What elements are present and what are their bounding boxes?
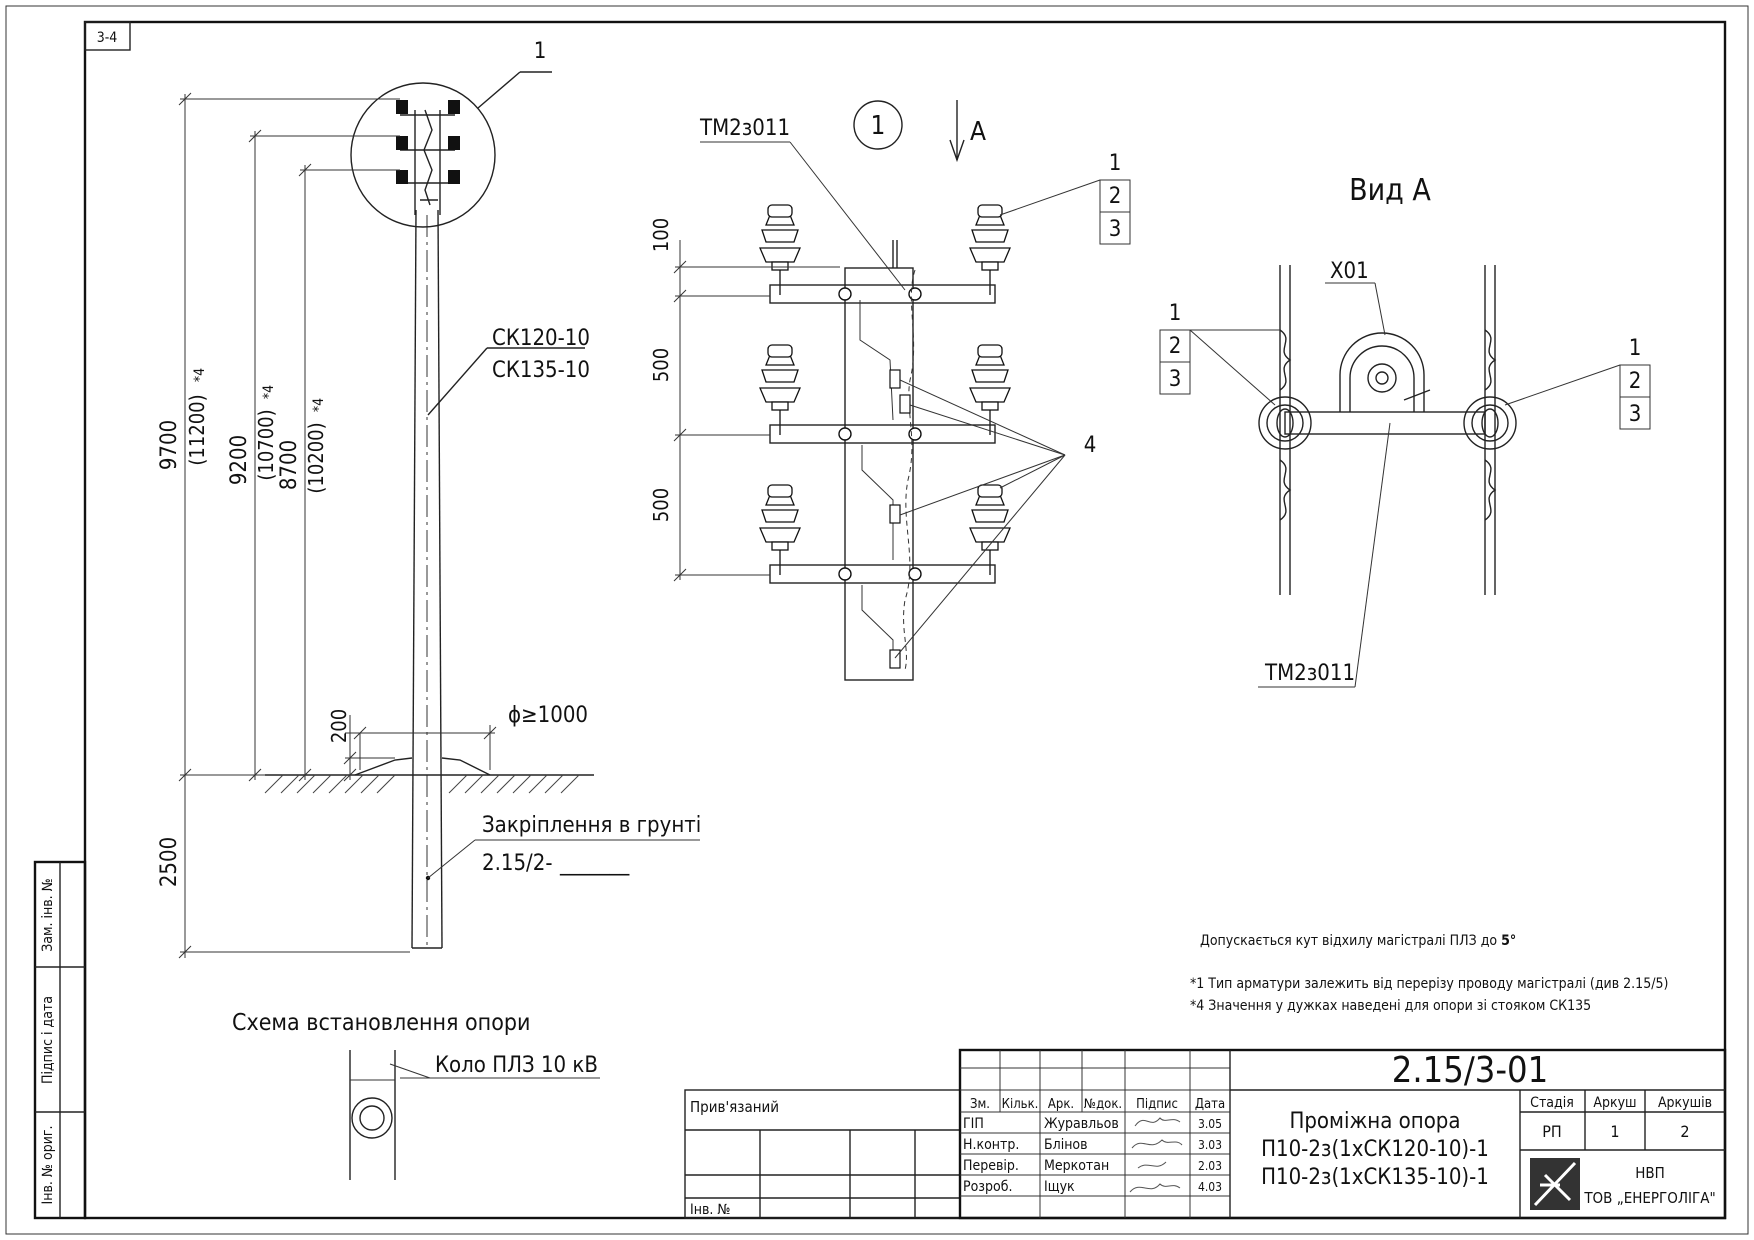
tb-name-3: Іщук bbox=[1044, 1179, 1075, 1195]
dim-200: 200 bbox=[327, 709, 351, 743]
scheme-label: Коло ПЛЗ 10 кВ bbox=[435, 1053, 598, 1078]
tb-col-date: Дата bbox=[1195, 1097, 1225, 1112]
note-1-angle: 5° bbox=[1501, 933, 1516, 949]
dim-note-1: *4 bbox=[192, 368, 208, 382]
dim-9700: 9700 bbox=[157, 420, 182, 470]
tb-sheets: 2 bbox=[1680, 1122, 1689, 1141]
view-arrow-label: A bbox=[970, 117, 986, 147]
scheme-title: Схема встановлення опори bbox=[232, 1010, 530, 1036]
note-1-text: Допускається кут відхилу магістралі ПЛЗ … bbox=[1200, 933, 1501, 949]
ground-label: Закріплення в грунті bbox=[482, 813, 701, 838]
view-a-right-ref-2: 2 bbox=[1629, 369, 1642, 394]
tb-name-1: Блінов bbox=[1044, 1137, 1088, 1153]
scheme-pole-inner bbox=[359, 1105, 385, 1131]
dim-9200: 9200 bbox=[227, 435, 252, 485]
detail-ref-2: 2 bbox=[1109, 184, 1122, 209]
tb-name-0: Журавльов bbox=[1044, 1116, 1119, 1132]
view-a-left-ref-3: 3 bbox=[1169, 367, 1182, 392]
ground-ref-blank: _______ bbox=[559, 851, 630, 876]
tb-name-2: Меркотан bbox=[1044, 1158, 1109, 1174]
dim-8700: 8700 bbox=[277, 440, 302, 490]
tb-col-sign: Підпис bbox=[1136, 1097, 1178, 1112]
pole-drawing: 1 СК120-10 СК135-10 bbox=[157, 39, 701, 959]
tb-col-zm: Зм. bbox=[970, 1097, 990, 1112]
dim-10700: (10700) bbox=[254, 409, 278, 480]
tb-sheets-header: Аркушів bbox=[1658, 1095, 1712, 1111]
view-a-title: Вид А bbox=[1349, 173, 1431, 208]
tb-org-2: ТОВ „ЕНЕРГОЛІГА" bbox=[1583, 1189, 1715, 1207]
tb-role-2: Перевір. bbox=[963, 1158, 1019, 1174]
signatures bbox=[1129, 1117, 1183, 1193]
detail-callout-circle bbox=[853, 100, 903, 150]
tb-date-0: 3.05 bbox=[1198, 1117, 1222, 1131]
detail-item-4: 4 bbox=[1084, 433, 1097, 458]
tb-date-2: 2.03 bbox=[1198, 1159, 1222, 1173]
note-2: *1 Тип арматури залежить від перерізу пр… bbox=[1190, 976, 1668, 992]
dim-note-3: *4 bbox=[311, 398, 327, 412]
tb-stage: РП bbox=[1542, 1122, 1562, 1141]
tb-sheet: 1 bbox=[1610, 1122, 1619, 1141]
tb-role-1: Н.контр. bbox=[963, 1137, 1019, 1153]
view-a-left-ref-2: 2 bbox=[1169, 334, 1182, 359]
note-1: Допускається кут відхилу магістралі ПЛЗ … bbox=[1200, 933, 1516, 949]
side-stamp-original: Інв. № ориг. bbox=[40, 1126, 56, 1205]
dim-500-b: 500 bbox=[649, 488, 673, 522]
tb-role-3: Розроб. bbox=[963, 1179, 1012, 1195]
pole-type-1: СК120-10 bbox=[492, 326, 590, 351]
tb-title-1: Проміжна опора bbox=[1289, 1109, 1460, 1134]
sheet-label-box bbox=[84, 21, 131, 51]
notes: Допускається кут відхилу магістралі ПЛЗ … bbox=[1190, 933, 1668, 1014]
detail-1: 1 A bbox=[649, 100, 1131, 681]
ground-ref: 2.15/2- bbox=[482, 851, 552, 876]
tb-doc-code: 2.15/3-01 bbox=[1392, 1050, 1549, 1091]
tb-title-2: П10-2з(1хСК120-10)-1 bbox=[1261, 1137, 1489, 1162]
scheme-pole-outer bbox=[351, 1097, 393, 1139]
dim-note-2: *4 bbox=[261, 385, 277, 399]
view-arrow-icon bbox=[949, 139, 965, 163]
note-3: *4 Значення у дужках наведені для опори … bbox=[1190, 998, 1591, 1014]
tb-title-3: П10-2з(1хСК135-10)-1 bbox=[1261, 1165, 1489, 1190]
tb-stage-header: Стадія bbox=[1530, 1095, 1574, 1111]
view-a-left-ref-1: 1 bbox=[1169, 301, 1182, 326]
dim-10200: (10200) bbox=[304, 422, 328, 493]
detail-ref-1: 1 bbox=[1109, 151, 1122, 176]
side-stamp-replace: Зам. інв. № bbox=[40, 878, 56, 952]
title-block: Прив'язаний Інв. № Зм. Кільк. Арк. bbox=[684, 1048, 1727, 1220]
outer-border bbox=[5, 5, 1749, 1235]
dim-2500: 2500 bbox=[157, 837, 182, 887]
tb-role-0: ГІП bbox=[963, 1116, 984, 1132]
pole-callout: 1 bbox=[534, 39, 547, 64]
insulators bbox=[759, 204, 1011, 575]
tb-col-doc: №док. bbox=[1084, 1097, 1122, 1112]
tb-col-sheet: Арк. bbox=[1048, 1097, 1074, 1112]
detail-callout: 1 bbox=[871, 111, 886, 141]
side-stamp-signature: Підпис і дата bbox=[40, 996, 56, 1084]
view-a: Вид А Х01 Т bbox=[1159, 173, 1651, 688]
tb-col-qty: Кільк. bbox=[1002, 1097, 1039, 1112]
tb-inv-no: Інв. № bbox=[690, 1202, 730, 1218]
view-a-right-ref-3: 3 bbox=[1629, 402, 1642, 427]
tb-attached: Прив'язаний bbox=[690, 1098, 779, 1116]
tb-date-1: 3.03 bbox=[1198, 1138, 1222, 1152]
tb-date-3: 4.03 bbox=[1198, 1180, 1222, 1194]
drawing-frame bbox=[83, 20, 1727, 1220]
dim-100: 100 bbox=[649, 218, 673, 252]
dim-11200: (11200) bbox=[185, 394, 209, 465]
detail-1-circle bbox=[350, 82, 496, 228]
view-a-label-top: Х01 bbox=[1330, 259, 1369, 284]
pole-type-2: СК135-10 bbox=[492, 358, 590, 383]
detail-ref-3: 3 bbox=[1109, 217, 1122, 242]
dim-diameter: ϕ≥1000 bbox=[508, 703, 588, 728]
dim-500-a: 500 bbox=[649, 348, 673, 382]
installation-scheme: Схема встановлення опори Коло ПЛЗ 10 кВ bbox=[232, 1010, 600, 1180]
sheet-label: 3-4 bbox=[97, 30, 118, 46]
tb-sheet-header: Аркуш bbox=[1593, 1095, 1636, 1111]
view-a-right-ref-1: 1 bbox=[1629, 336, 1642, 361]
side-stamp: Зам. інв. № Підпис і дата Інв. № ориг. bbox=[33, 860, 87, 1220]
detail-part-label: ТМ2з011 bbox=[699, 116, 790, 141]
org-logo bbox=[1530, 1158, 1580, 1210]
tb-org-1: НВП bbox=[1635, 1164, 1665, 1182]
view-a-label-bottom: ТМ2з011 bbox=[1264, 661, 1355, 686]
